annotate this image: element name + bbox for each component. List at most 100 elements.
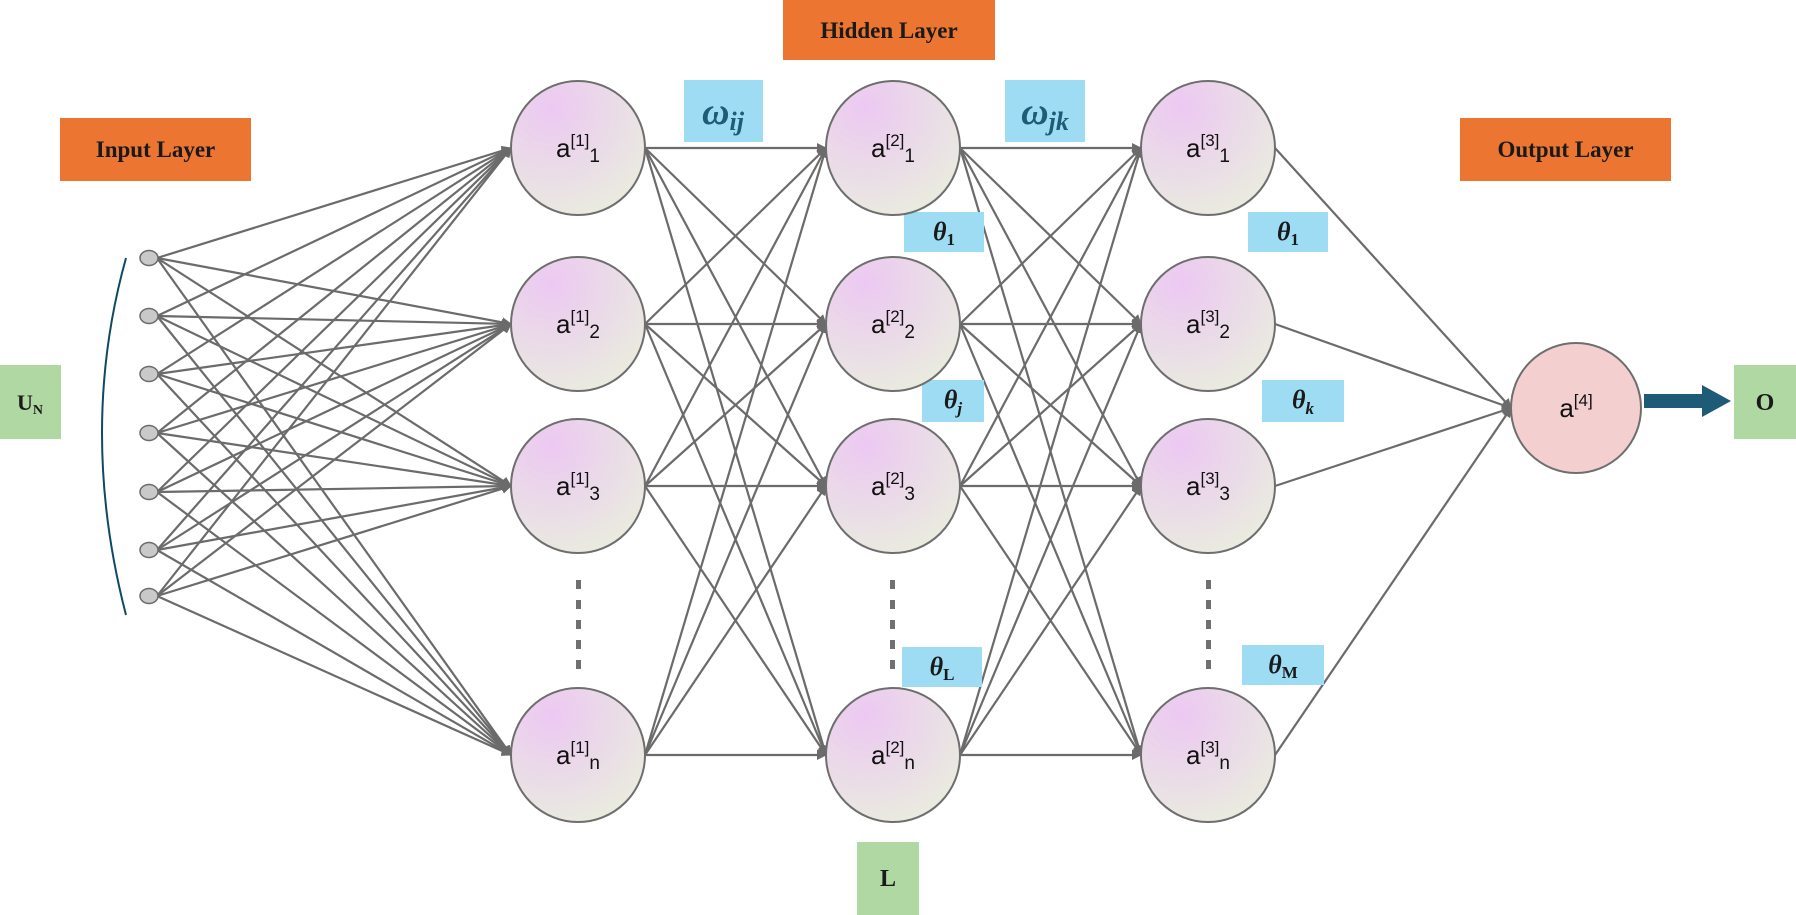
edge-l1-3-to-l2-1 (643, 323, 828, 756)
neuron-nodes: a[1]1 a[1]2 a[1]3 a[1]n a[2]1 a[2]2 a[2]3 a[2]n… (510, 80, 1642, 823)
edge-l2-2-to-l3-0 (959, 147, 1142, 487)
output-layer-label: Output Layer (1460, 118, 1671, 181)
neuron-l3-1-label: a[3]1 (1186, 131, 1230, 167)
neuron-l3-2-label: a[3]2 (1186, 307, 1230, 343)
edge-input-2-to-l1-0 (156, 147, 512, 375)
layer2-ellipsis (890, 580, 895, 669)
input-node (139, 483, 159, 501)
neuron-l2-1-label: a[2]1 (871, 131, 915, 167)
neuron-l3-3-label: a[3]3 (1186, 469, 1230, 505)
svg-text:θ1: θ1 (933, 217, 955, 249)
svg-text:ωij: ωij (702, 91, 745, 136)
output-neuron-label: a[4] (1559, 391, 1592, 423)
input-node (139, 424, 159, 442)
edge-l2-3-to-l3-1 (958, 323, 1143, 756)
threshold-label-j: θj (922, 380, 984, 422)
svg-text:θj: θj (944, 385, 963, 418)
neuron-l3-n: a[3]n (1140, 687, 1276, 823)
input-node (139, 541, 159, 559)
threshold-label-M: θM (1242, 645, 1324, 685)
svg-text:θL: θL (930, 652, 955, 684)
edge-input-0-to-l1-0 (156, 145, 512, 260)
svg-text:θM: θM (1268, 650, 1298, 682)
neuron-l1-1-label: a[1]1 (556, 131, 600, 167)
hidden-layer-label: Hidden Layer (783, 0, 995, 60)
neuron-l3-1: a[3]1 (1140, 80, 1276, 216)
edge-input-2-to-l1-3 (156, 373, 512, 756)
neuron-l2-3: a[2]3 (825, 418, 961, 554)
edge-l2-3-to-l3-2 (959, 485, 1142, 756)
edge-input-1-to-l1-2 (156, 315, 512, 487)
output-neuron: a[4] (1510, 342, 1642, 474)
svg-text:θk: θk (1292, 385, 1315, 418)
edge-l2-1-to-l3-0 (959, 147, 1142, 325)
edge-input-4-to-l1-0 (156, 147, 512, 493)
neuron-l2-1: a[2]1 (825, 80, 961, 216)
edge-input-6-to-l1-3 (156, 594, 512, 757)
edge-input-3-to-l1-0 (156, 147, 512, 434)
weight-label-jk: ωjk (1005, 80, 1085, 142)
neuron-l2-2-label: a[2]2 (871, 307, 915, 343)
edge-input-4-to-l1-2 (156, 481, 512, 494)
output-label: O (1734, 365, 1796, 439)
input-vector-label: UN (0, 365, 61, 439)
input-node (139, 249, 159, 267)
svg-text:θ1: θ1 (1277, 217, 1299, 249)
input-node (139, 587, 159, 605)
edge-l2-2-to-l3-1 (959, 323, 1142, 487)
neuron-l1-3-label: a[1]3 (556, 469, 600, 505)
edge-l3-2-to-output (1274, 406, 1512, 488)
threshold-label-L: θL (902, 647, 982, 687)
threshold-label-k: θk (1262, 380, 1344, 422)
svg-text:Hidden Layer: Hidden Layer (820, 18, 957, 43)
edge-input-4-to-l1-3 (156, 491, 512, 756)
edge-input-0-to-l1-3 (156, 257, 512, 756)
edge-input-1-to-l1-0 (156, 147, 512, 317)
edge-l3-3-to-output (1274, 407, 1512, 756)
edge-input-6-to-l1-0 (156, 147, 512, 597)
edge-input-3-to-l1-3 (156, 432, 512, 756)
weight-label-ij: ωij (684, 80, 763, 142)
neuron-l2-n: a[2]n (825, 687, 961, 823)
edge-input-2-to-l1-2 (156, 372, 512, 489)
input-node (139, 307, 159, 325)
edge-input-5-to-l1-0 (156, 147, 512, 551)
neuron-l1-2-label: a[1]2 (556, 307, 600, 343)
neuron-l1-n: a[1]n (510, 687, 646, 823)
neuron-l3-3: a[3]3 (1140, 418, 1276, 554)
edge-l3-0-to-output (1274, 147, 1512, 409)
edge-l3-1-to-output (1274, 322, 1512, 410)
neuron-l2-2: a[2]2 (825, 256, 961, 392)
edge-l1-3-to-l2-2 (644, 485, 827, 756)
svg-text:ωjk: ωjk (1021, 91, 1069, 136)
svg-text:O: O (1756, 390, 1775, 416)
edge-l1-2-to-l2-1 (644, 323, 827, 487)
threshold-label-1: θ1 (904, 212, 984, 252)
input-bracket (101, 257, 127, 616)
input-layer-label: Input Layer (60, 118, 251, 181)
edge-input-5-to-l1-3 (156, 549, 512, 756)
connection-lines (156, 143, 1512, 760)
input-node (139, 365, 159, 383)
neuron-l2-3-label: a[2]3 (871, 469, 915, 505)
edge-input-6-to-l1-2 (156, 483, 512, 598)
svg-text:UN: UN (17, 390, 43, 418)
hidden-count-label: L (857, 842, 919, 915)
edge-input-1-to-l1-3 (156, 315, 512, 756)
layer1-ellipsis (576, 580, 581, 669)
edge-input-3-to-l1-1 (156, 321, 512, 435)
edge-input-5-to-l1-1 (156, 323, 512, 551)
edge-l2-3-to-l3-0 (958, 147, 1144, 756)
svg-text:Input Layer: Input Layer (96, 137, 216, 162)
svg-text:L: L (880, 866, 896, 892)
edge-l1-1-to-l2-0 (644, 147, 827, 325)
edge-l1-3-to-l2-0 (643, 147, 829, 756)
input-nodes (139, 249, 159, 605)
neuron-l1-3: a[1]3 (510, 418, 646, 554)
edge-input-4-to-l1-1 (156, 323, 512, 493)
layer3-ellipsis (1206, 580, 1211, 669)
neuron-l1-2: a[1]2 (510, 256, 646, 392)
output-arrow-icon (1644, 385, 1731, 417)
neuron-l2-n-label: a[2]n (871, 738, 915, 774)
